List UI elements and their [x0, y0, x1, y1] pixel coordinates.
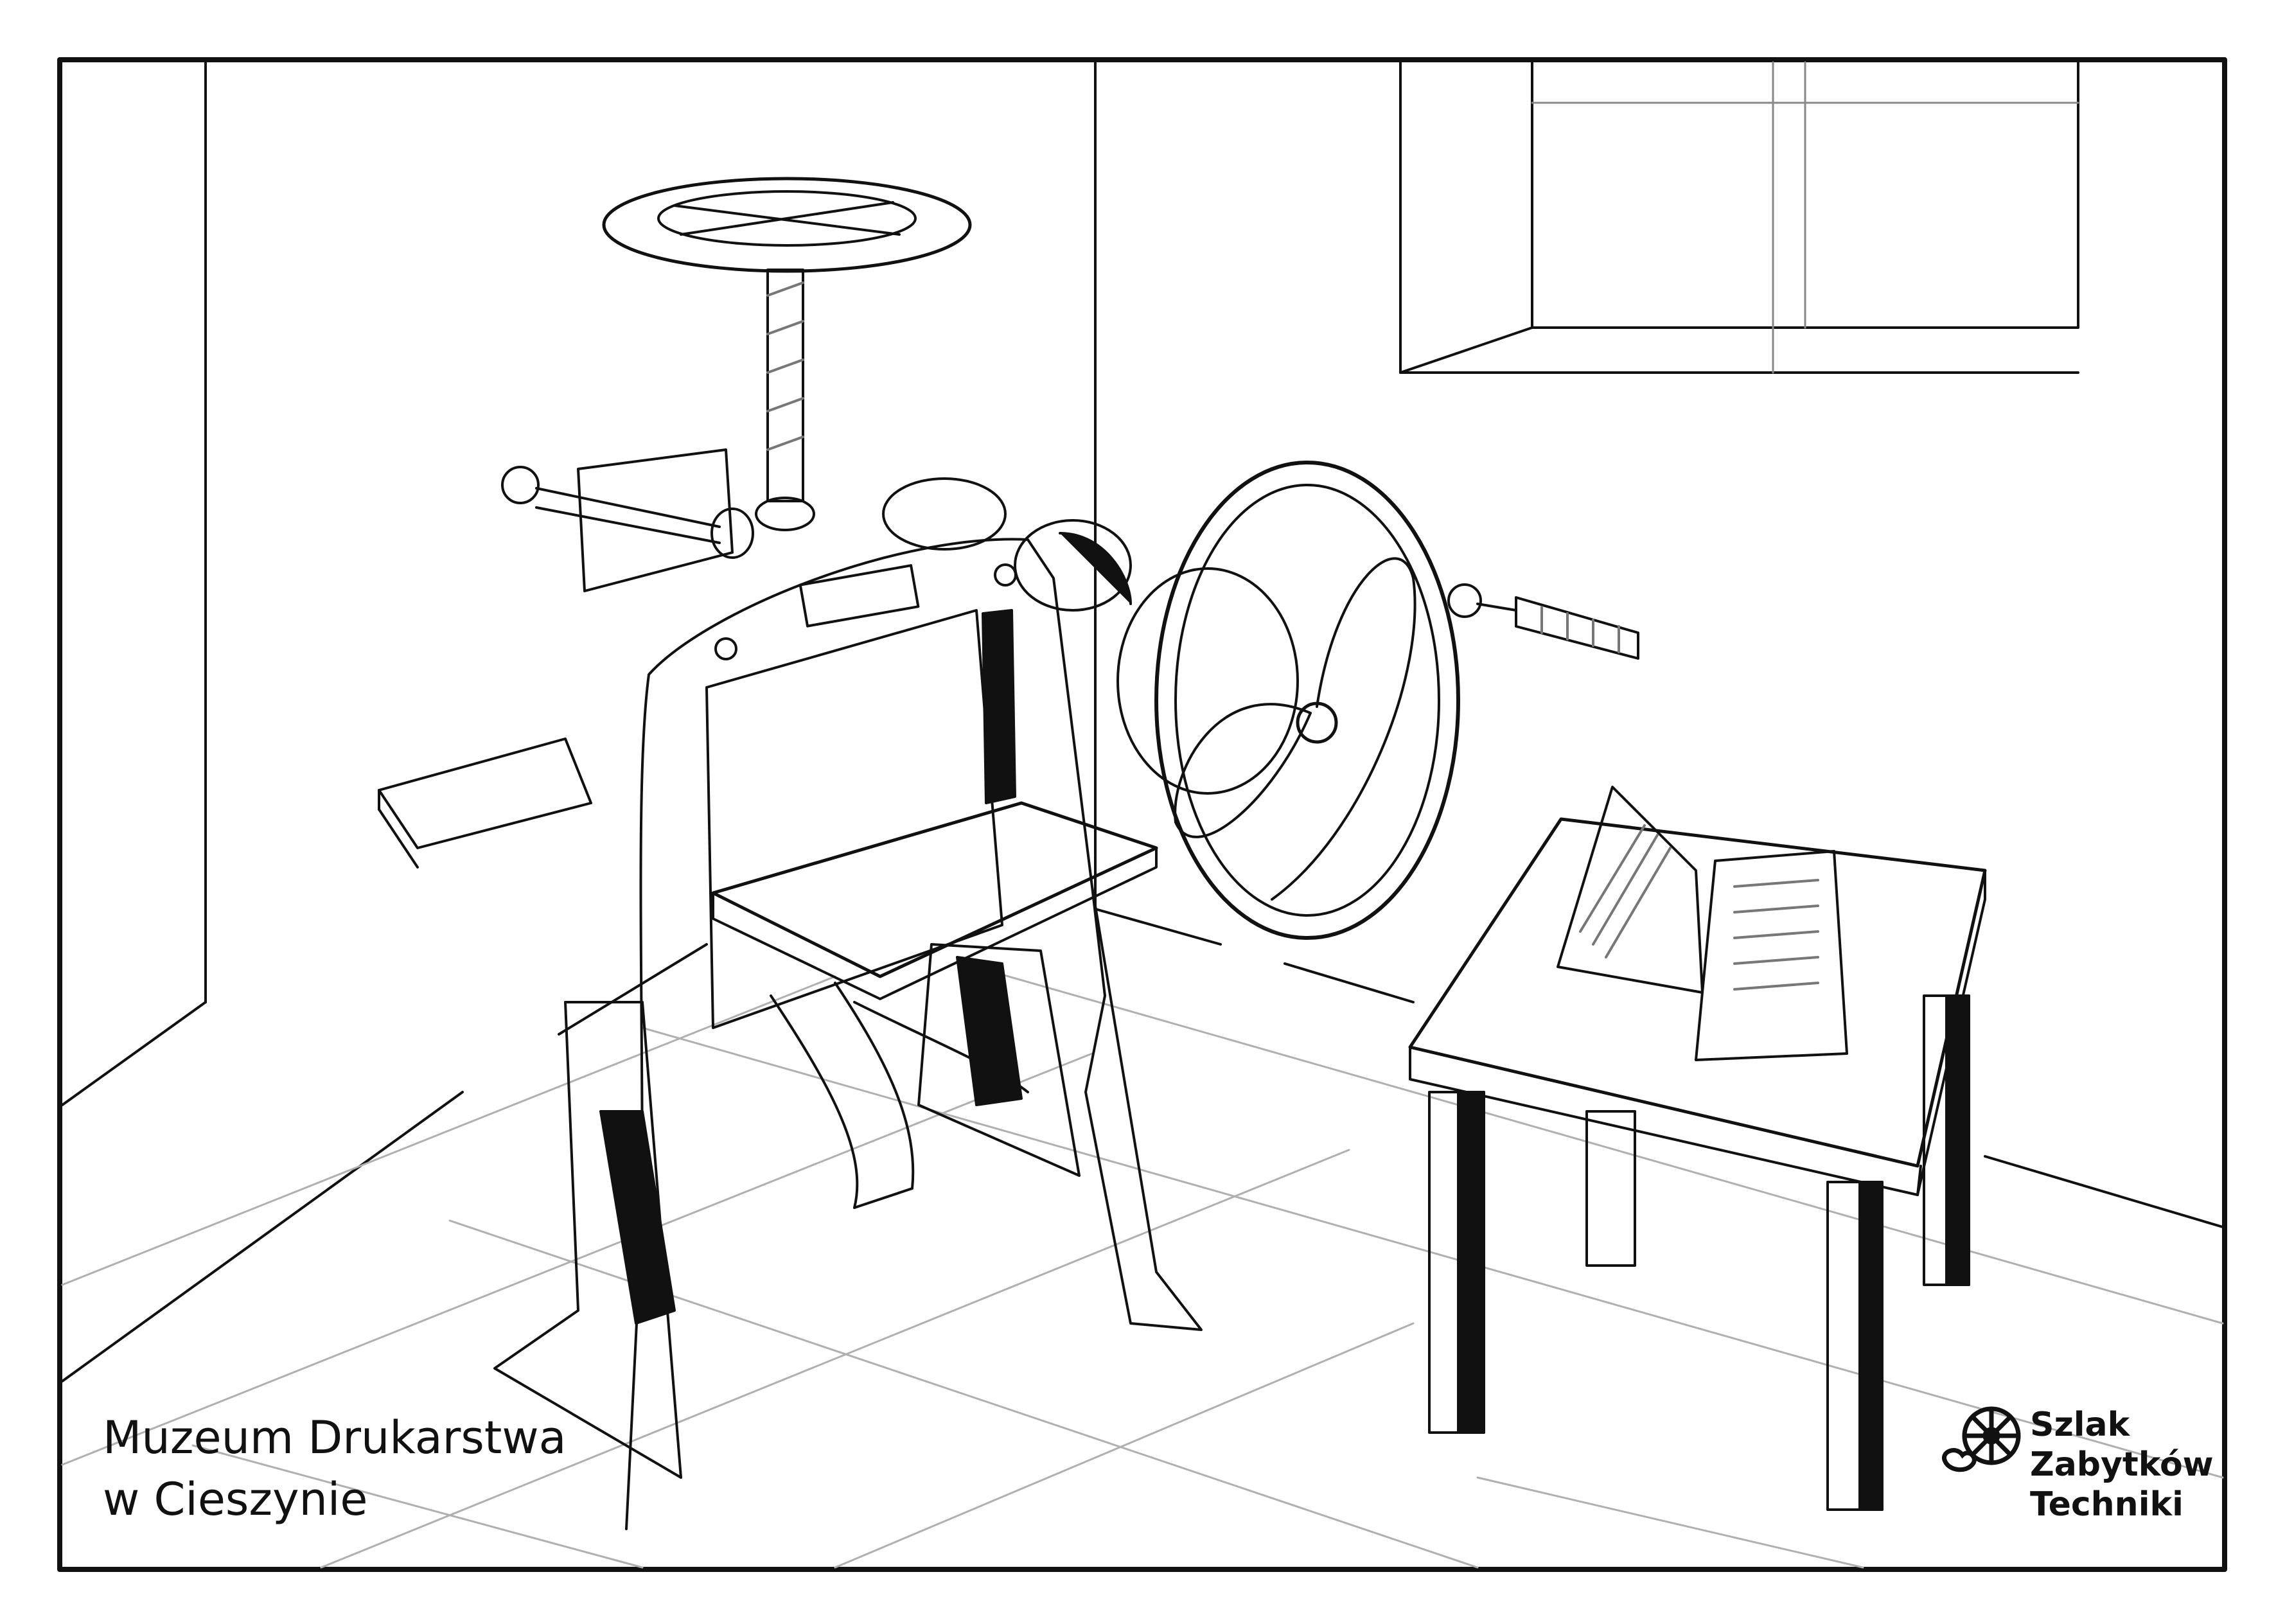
- stool-with-book: [1408, 786, 1987, 1511]
- logo-line-3: Techniki: [2030, 1485, 2184, 1524]
- logo-text: Szlak Zabytków Techniki: [2030, 1405, 2214, 1524]
- museum-caption: Muzeum Drukarstwa w Cieszynie: [103, 1407, 566, 1530]
- floor-boards: [61, 962, 2224, 1569]
- caption-line-1: Muzeum Drukarstwa: [103, 1411, 567, 1464]
- page-frame: [57, 57, 2227, 1572]
- logo-line-2: Zabytków: [2030, 1445, 2214, 1484]
- szlak-zabytkow-techniki-logo: Szlak Zabytków Techniki: [1940, 1397, 2216, 1545]
- window: [1399, 61, 2079, 374]
- logo-line-1: Szlak: [2030, 1406, 2130, 1444]
- paper-cutting-machine: [378, 177, 1639, 1530]
- room-walls: [61, 61, 2224, 1382]
- cog-wheel-icon: [1942, 1406, 2021, 1472]
- caption-line-2: w Cieszynie: [103, 1473, 368, 1526]
